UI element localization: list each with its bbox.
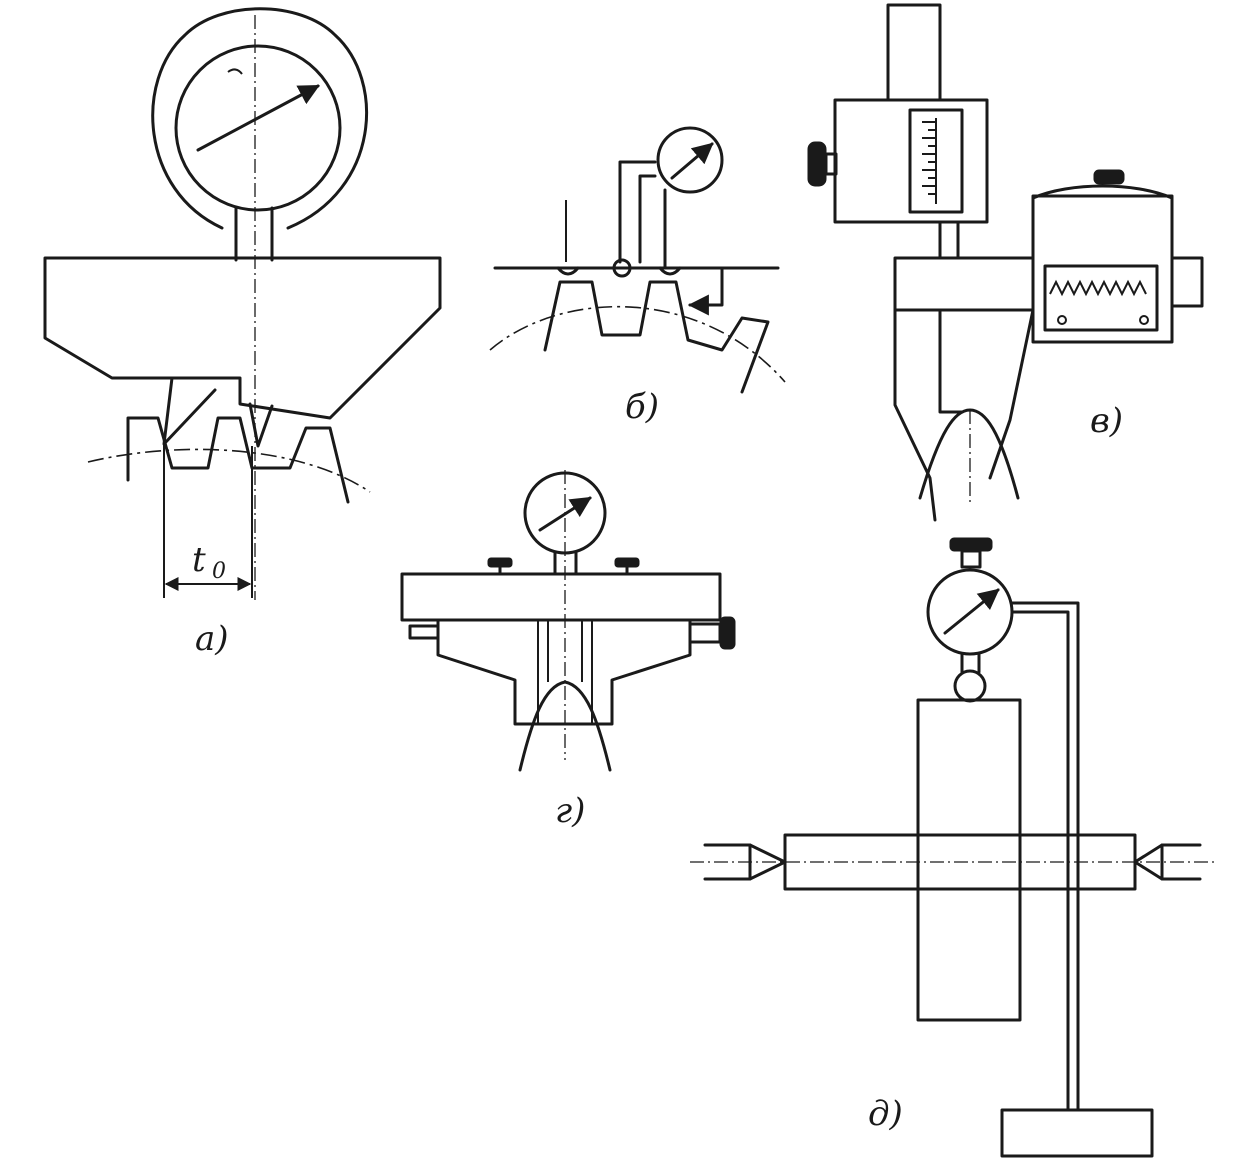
figure-d-indicator-neck: [960, 549, 982, 569]
figure-b-pivot: [612, 258, 632, 278]
figure-a-pitch-arc: [87, 448, 371, 493]
figure-a-dimension-symbol: t: [192, 540, 206, 580]
figure-b-dial-face: [656, 126, 724, 194]
figure-a-dial-housing: [151, 7, 369, 230]
figure-a-gauge-body: [43, 256, 442, 420]
figure-d-indicator-cap[interactable]: [949, 537, 993, 552]
figure-a-dial-needle: [196, 84, 320, 152]
figure-v-width-slider-top: [1031, 184, 1174, 200]
figure-g-body: [436, 618, 692, 726]
figure-g-dial-needle: [538, 496, 592, 532]
figure-a-gear-teeth: [126, 416, 350, 504]
figure-d-gear-blank: [916, 698, 1022, 1022]
figure-b-pitch-indicator: б): [489, 126, 786, 427]
figure-d-label: д): [868, 1094, 903, 1134]
figure-v-gear-tooth: [918, 408, 1020, 500]
figure-g-side-screw-knob[interactable]: [719, 616, 736, 650]
figure-d-runout-check: д): [690, 537, 1215, 1158]
figure-a-dial-mark: [227, 68, 243, 75]
figure-a-base-pitch-gauge: t 0 а): [43, 7, 442, 659]
figure-v-left-jaw: [893, 308, 937, 522]
figure-b-label: б): [625, 387, 659, 427]
figure-v-height-vernier: [908, 108, 964, 214]
figure-g-label: г): [555, 791, 585, 831]
figure-a-fixed-tip: [162, 376, 217, 446]
figure-d-dial-needle: [943, 588, 1000, 635]
figure-v-vertical-beam: [886, 3, 942, 102]
figure-g-side-pin: [408, 624, 440, 640]
figure-g-dial-face: [523, 471, 607, 555]
figure-a-label: а): [195, 619, 229, 659]
figure-b-gear-teeth: [543, 280, 770, 394]
figure-v-height-probe: [938, 308, 964, 414]
figure-v-width-screw-left: [1057, 315, 1067, 325]
figure-d-right-centre: [1133, 843, 1202, 881]
figure-b-dial-needle: [670, 142, 714, 180]
figure-g-gear-tooth: [518, 680, 612, 772]
figure-d-stand-outer: [1010, 601, 1080, 1112]
figure-b-left-contact: [556, 266, 580, 276]
figure-v-label: в): [1090, 401, 1123, 441]
figure-d-stand-base: [1000, 1108, 1154, 1158]
figure-g-top-plate: [400, 572, 722, 622]
figure-v-height-lock-screw[interactable]: [807, 141, 827, 187]
figure-g-side-screw-shaft: [688, 622, 722, 644]
figure-a-dimension-subscript: 0: [212, 559, 226, 584]
figure-v-height-ticks: [922, 121, 936, 195]
figure-b-right-contact: [658, 266, 682, 276]
figure-v-horizontal-slider: [893, 256, 1035, 312]
figure-b-pitch-arc: [489, 305, 786, 383]
figure-b-bracket-outer: [618, 160, 657, 264]
figure-a-moving-tip: [248, 402, 274, 448]
figure-v-height-screw-shaft: [824, 152, 838, 176]
figure-v-width-ticks: [1049, 279, 1147, 297]
figure-a-dial-face: [174, 44, 342, 212]
figure-b-side-stop: [687, 266, 724, 316]
figure-v-width-lock-screw[interactable]: [1093, 169, 1125, 185]
figure-v-width-vernier: [1043, 264, 1159, 332]
figure-b-bracket-inner: [638, 174, 657, 264]
figure-v-tooth-caliper: в): [807, 3, 1204, 522]
figure-v-width-screw-right: [1139, 315, 1149, 325]
figure-v-right-jaw: [988, 308, 1035, 480]
figure-d-left-centre: [703, 843, 787, 881]
figure-v-width-slider: [1031, 194, 1174, 344]
figure-v-width-beam: [1170, 256, 1204, 308]
figure-d-ball-tip: [953, 669, 987, 703]
figure-g-thickness-gauge: г): [400, 470, 736, 831]
figure-d-stand-inner: [1010, 610, 1070, 1112]
